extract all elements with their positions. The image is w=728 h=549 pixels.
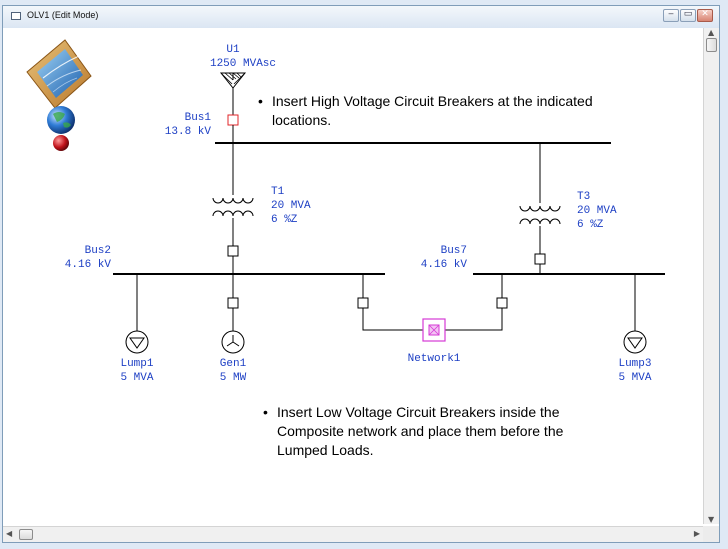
- t3-impedance-label: 6 %Z: [577, 219, 604, 231]
- network1-name-label: Network1: [407, 353, 461, 365]
- scroll-down-icon[interactable]: ▼: [708, 515, 715, 524]
- bullet-icon: •: [263, 404, 268, 420]
- lump3-name-label: Lump3: [618, 358, 652, 370]
- bullet-icon: •: [258, 93, 263, 109]
- instruction-note-lv: • Insert Low Voltage Circuit Breakers in…: [263, 403, 683, 460]
- window-icon: [11, 12, 21, 20]
- t1-rating-label: 20 MVA: [271, 200, 311, 212]
- generator-gen1[interactable]: [221, 274, 245, 354]
- breaker-t3-secondary[interactable]: [534, 253, 546, 265]
- breaker-bus2-network[interactable]: [357, 297, 369, 309]
- composite-network-network1[interactable]: [422, 318, 446, 342]
- note-line: locations.: [272, 112, 332, 128]
- window-controls: ‒ ▭ ✕: [663, 9, 713, 22]
- window-title: OLV1 (Edit Mode): [27, 10, 99, 20]
- hv-breaker-location-box[interactable]: [227, 114, 239, 126]
- bus1-name-label: Bus1: [184, 112, 211, 124]
- u1-rating-label: 1250 MVAsc: [209, 58, 276, 70]
- one-line-diagram-canvas[interactable]: U1 1250 MVAsc Bus1 13.8 kV T1 20 MVA 6 %…: [3, 28, 703, 524]
- note-line: Lumped Loads.: [277, 442, 374, 458]
- scroll-right-icon[interactable]: ▶: [693, 529, 700, 538]
- lump1-rating-label: 5 MVA: [120, 372, 154, 384]
- t1-impedance-label: 6 %Z: [271, 214, 298, 226]
- bus7-voltage-label: 4.16 kV: [420, 259, 467, 271]
- utility-source-u1[interactable]: [219, 72, 247, 115]
- scroll-up-icon[interactable]: ▲: [708, 28, 715, 37]
- lumped-load-lump1[interactable]: [125, 274, 149, 354]
- restore-icon: ▭: [683, 9, 693, 19]
- network-connection-lines: [362, 274, 503, 331]
- vertical-scrollbar[interactable]: ▲ ▼: [703, 28, 719, 524]
- lumped-load-lump3[interactable]: [623, 274, 647, 354]
- scroll-left-icon[interactable]: ◀: [6, 529, 13, 538]
- vertical-scroll-thumb[interactable]: [706, 38, 717, 52]
- scrollbar-corner: [703, 526, 719, 542]
- transformer-t3[interactable]: [519, 143, 561, 254]
- one-line-view-window: OLV1 (Edit Mode) ‒ ▭ ✕: [2, 5, 720, 543]
- restore-button[interactable]: ▭: [680, 9, 696, 22]
- t3-rating-label: 20 MVA: [577, 205, 617, 217]
- lump1-name-label: Lump1: [120, 358, 154, 370]
- breaker-bus7-network[interactable]: [496, 297, 508, 309]
- title-bar[interactable]: OLV1 (Edit Mode) ‒ ▭ ✕: [3, 6, 719, 29]
- close-button[interactable]: ✕: [697, 9, 713, 22]
- horizontal-scrollbar[interactable]: ◀ ▶: [3, 526, 703, 542]
- lump3-rating-label: 5 MVA: [618, 372, 652, 384]
- gen1-rating-label: 5 MW: [219, 372, 247, 384]
- bus7-name-label: Bus7: [440, 245, 467, 257]
- gen1-name-label: Gen1: [219, 358, 247, 370]
- note-line: Insert High Voltage Circuit Breakers at …: [272, 93, 593, 109]
- etap-globe-logo: [26, 39, 92, 151]
- note-line: Composite network and place them before …: [277, 423, 564, 439]
- minimize-icon: ‒: [668, 9, 674, 19]
- t1-name-label: T1: [271, 186, 285, 198]
- transformer-t1[interactable]: [212, 143, 254, 246]
- breaker-gen1[interactable]: [227, 297, 239, 309]
- note-line: Insert Low Voltage Circuit Breakers insi…: [277, 404, 560, 420]
- close-icon: ✕: [701, 9, 709, 19]
- bus1-voltage-label: 13.8 kV: [164, 126, 211, 138]
- u1-name-label: U1: [226, 44, 240, 56]
- minimize-button[interactable]: ‒: [663, 9, 679, 22]
- one-line-diagram: [26, 39, 665, 354]
- bus2-name-label: Bus2: [84, 245, 111, 257]
- breaker-t1-secondary[interactable]: [227, 245, 239, 257]
- horizontal-scroll-thumb[interactable]: [19, 529, 33, 540]
- t3-name-label: T3: [577, 191, 591, 203]
- bus2-voltage-label: 4.16 kV: [64, 259, 111, 271]
- instruction-note-hv: • Insert High Voltage Circuit Breakers a…: [258, 92, 678, 130]
